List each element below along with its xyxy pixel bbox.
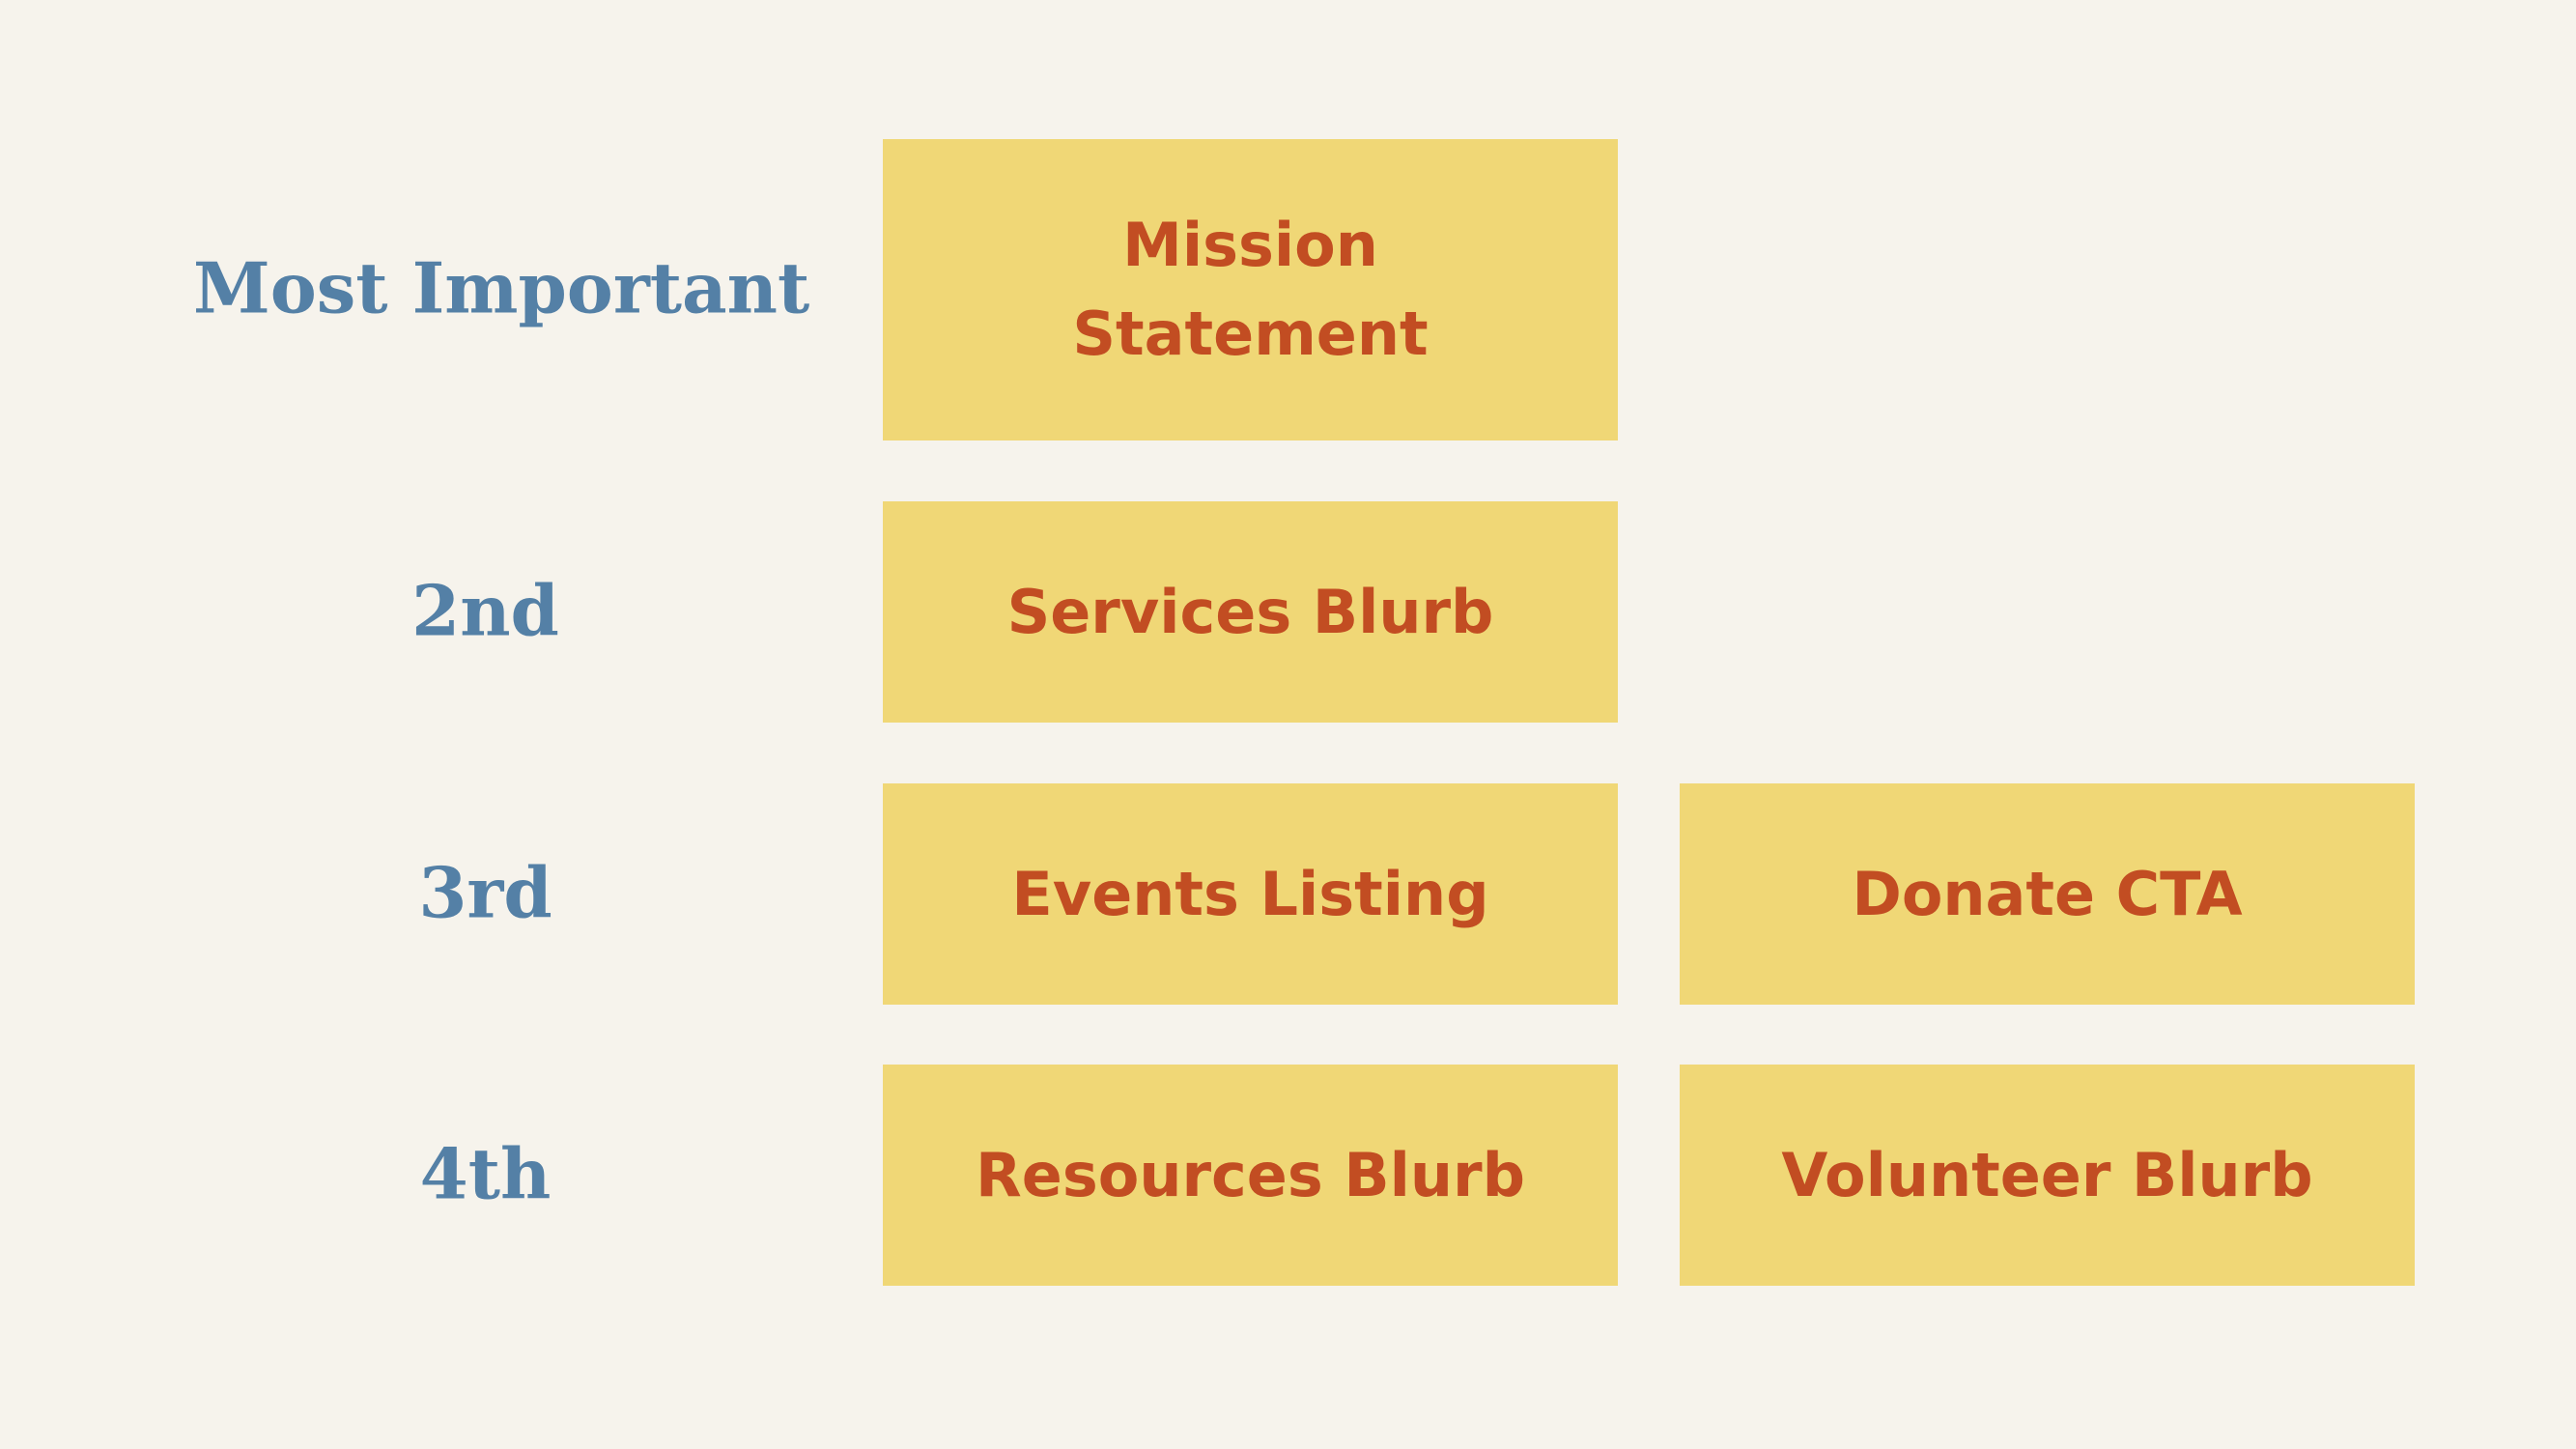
- mission-label-line2: Statement: [1072, 298, 1429, 369]
- mission-label-line1: Mission: [1122, 210, 1378, 280]
- events-listing-label: Events Listing: [1011, 858, 1489, 929]
- rank-label-2nd: 2nd: [411, 569, 559, 652]
- events-listing-box: Events Listing: [883, 783, 1618, 1005]
- volunteer-blurb-box: Volunteer Blurb: [1680, 1065, 2415, 1286]
- services-blurb-label: Services Blurb: [1006, 576, 1494, 647]
- volunteer-blurb-label: Volunteer Blurb: [1781, 1139, 2313, 1210]
- rank-label-4th: 4th: [419, 1132, 552, 1215]
- donate-cta-label: Donate CTA: [1852, 858, 2243, 929]
- mission-statement-box: Mission Statement: [883, 139, 1618, 440]
- donate-cta-box: Donate CTA: [1680, 783, 2415, 1005]
- services-blurb-box: Services Blurb: [883, 501, 1618, 723]
- mission-statement-label: Mission Statement: [1072, 201, 1428, 379]
- rank-label-most-important: Most Important: [193, 246, 810, 329]
- rank-label-3rd: 3rd: [418, 851, 552, 934]
- resources-blurb-label: Resources Blurb: [976, 1139, 1525, 1210]
- resources-blurb-box: Resources Blurb: [883, 1065, 1618, 1286]
